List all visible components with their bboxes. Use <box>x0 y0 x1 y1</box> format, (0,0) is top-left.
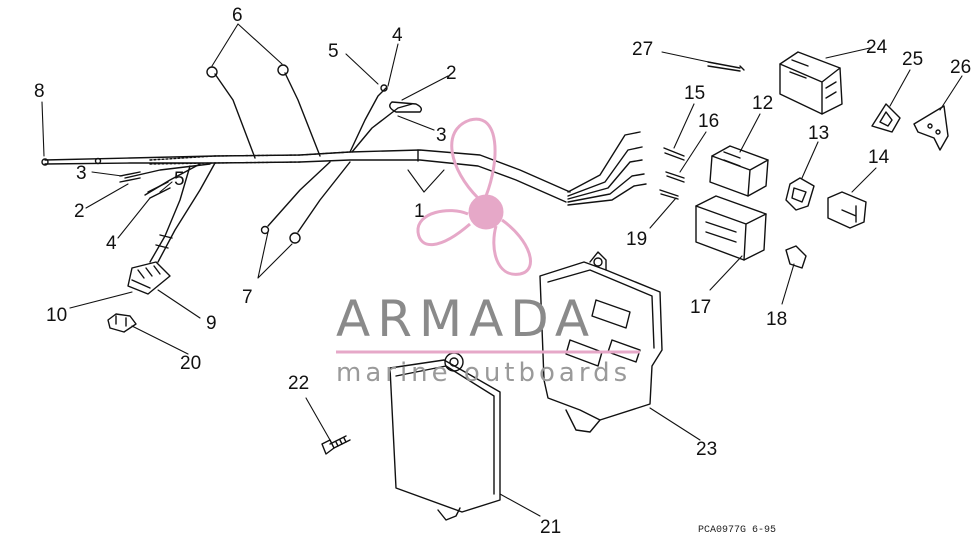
callout-21: 21 <box>540 517 562 538</box>
connector-24 <box>779 51 843 115</box>
seal-13 <box>785 177 815 211</box>
bolt-22 <box>321 435 351 455</box>
callout-13: 13 <box>808 123 830 144</box>
wedge-18 <box>785 245 807 269</box>
callout-22: 22 <box>288 373 310 394</box>
callout-3-lower: 3 <box>76 163 87 184</box>
callout-15: 15 <box>684 83 706 104</box>
watermark-subtitle: marine outboards <box>336 358 632 388</box>
callout-2-upper: 2 <box>446 63 457 84</box>
drawing-code: PCA0977G 6-95 <box>698 525 777 536</box>
callout-27: 26 <box>950 57 972 78</box>
bracket-23 <box>539 251 663 433</box>
callout-25: 25 <box>902 49 924 70</box>
callout-5-upper: 5 <box>328 41 339 62</box>
callout-7: 7 <box>242 287 253 308</box>
fuse-20 <box>107 313 137 333</box>
callout-4-lower: 4 <box>106 233 117 254</box>
callout-26: 27 <box>632 39 654 60</box>
callout-20: 20 <box>180 353 202 374</box>
callout-5-lower: 5 <box>174 169 185 190</box>
wedge-27 <box>913 105 949 151</box>
callout-17: 17 <box>690 297 712 318</box>
callout-18: 18 <box>766 309 788 330</box>
watermark-brand: ARMADA <box>336 290 597 348</box>
callout-23: 23 <box>696 439 718 460</box>
cover-21 <box>389 352 501 521</box>
callout-14: 14 <box>868 147 890 168</box>
seal-25 <box>871 103 901 133</box>
watermark-propeller-icon <box>416 117 532 276</box>
callout-9: 9 <box>206 313 217 334</box>
callout-12: 12 <box>752 93 774 114</box>
leader-lines <box>41 23 963 517</box>
callout-1: 1 <box>414 201 425 222</box>
plug-14 <box>827 191 867 229</box>
callout-19: 19 <box>626 229 648 250</box>
callout-8: 8 <box>34 81 45 102</box>
callout-16: 16 <box>698 111 720 132</box>
callout-10: 10 <box>46 305 68 326</box>
harness-branches <box>119 64 423 263</box>
callout-4-upper: 4 <box>392 25 403 46</box>
connector-12 <box>709 145 769 197</box>
callout-6: 6 <box>232 5 243 26</box>
connector-9-10 <box>127 261 171 295</box>
callout-2-lower: 2 <box>74 201 85 222</box>
callout-24: 24 <box>866 37 888 58</box>
callout-3-upper: 3 <box>436 125 447 146</box>
connector-17 <box>695 195 767 261</box>
